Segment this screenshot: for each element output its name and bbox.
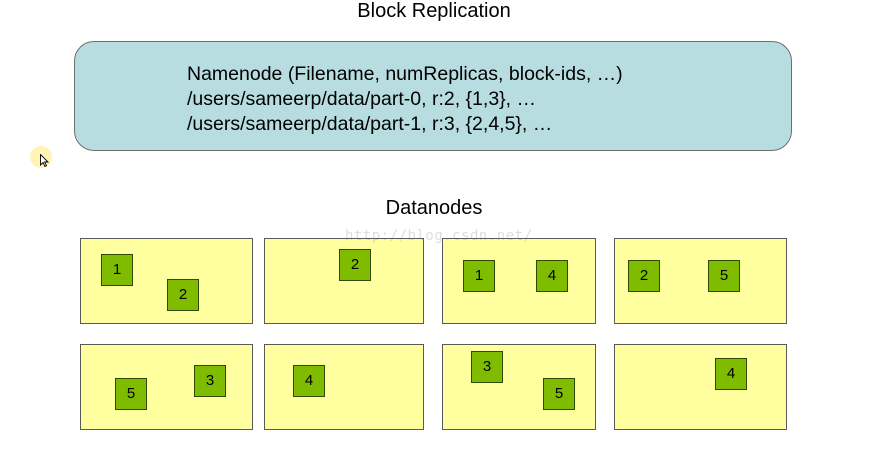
namenode-box: Namenode (Filename, numReplicas, block-i… <box>74 41 792 151</box>
datanode-2: 2 <box>264 238 424 324</box>
datanode-5: 5 3 <box>80 344 253 430</box>
namenode-entry-part-0: /users/sameerp/data/part-0, r:2, {1,3}, … <box>187 88 537 110</box>
block-1: 1 <box>463 260 495 292</box>
block-1: 1 <box>101 254 133 286</box>
block-3: 3 <box>471 351 503 383</box>
namenode-text: Namenode (Filename, numReplicas, block-i… <box>187 62 623 137</box>
block-5: 5 <box>115 378 147 410</box>
namenode-header: Namenode (Filename, numReplicas, block-i… <box>187 63 623 85</box>
diagram-title: Block Replication <box>357 0 511 22</box>
block-5: 5 <box>543 378 575 410</box>
cursor-arrow-icon <box>40 154 49 167</box>
block-5: 5 <box>708 260 740 292</box>
block-4: 4 <box>715 358 747 390</box>
datanode-3: 1 4 <box>442 238 596 324</box>
block-2: 2 <box>339 249 371 281</box>
datanode-4: 2 5 <box>614 238 787 324</box>
datanode-8: 4 <box>614 344 787 430</box>
datanode-6: 4 <box>264 344 424 430</box>
mouse-cursor-icon <box>30 146 52 168</box>
block-4: 4 <box>536 260 568 292</box>
datanode-1: 1 2 <box>80 238 253 324</box>
datanode-7: 3 5 <box>442 344 596 430</box>
datanodes-title: Datanodes <box>385 197 483 219</box>
namenode-entry-part-1: /users/sameerp/data/part-1, r:3, {2,4,5}… <box>187 113 553 135</box>
block-4: 4 <box>293 365 325 397</box>
block-2: 2 <box>628 260 660 292</box>
watermark: http://blog.csdn.net/ <box>345 228 533 244</box>
block-3: 3 <box>194 365 226 397</box>
block-2: 2 <box>167 279 199 311</box>
